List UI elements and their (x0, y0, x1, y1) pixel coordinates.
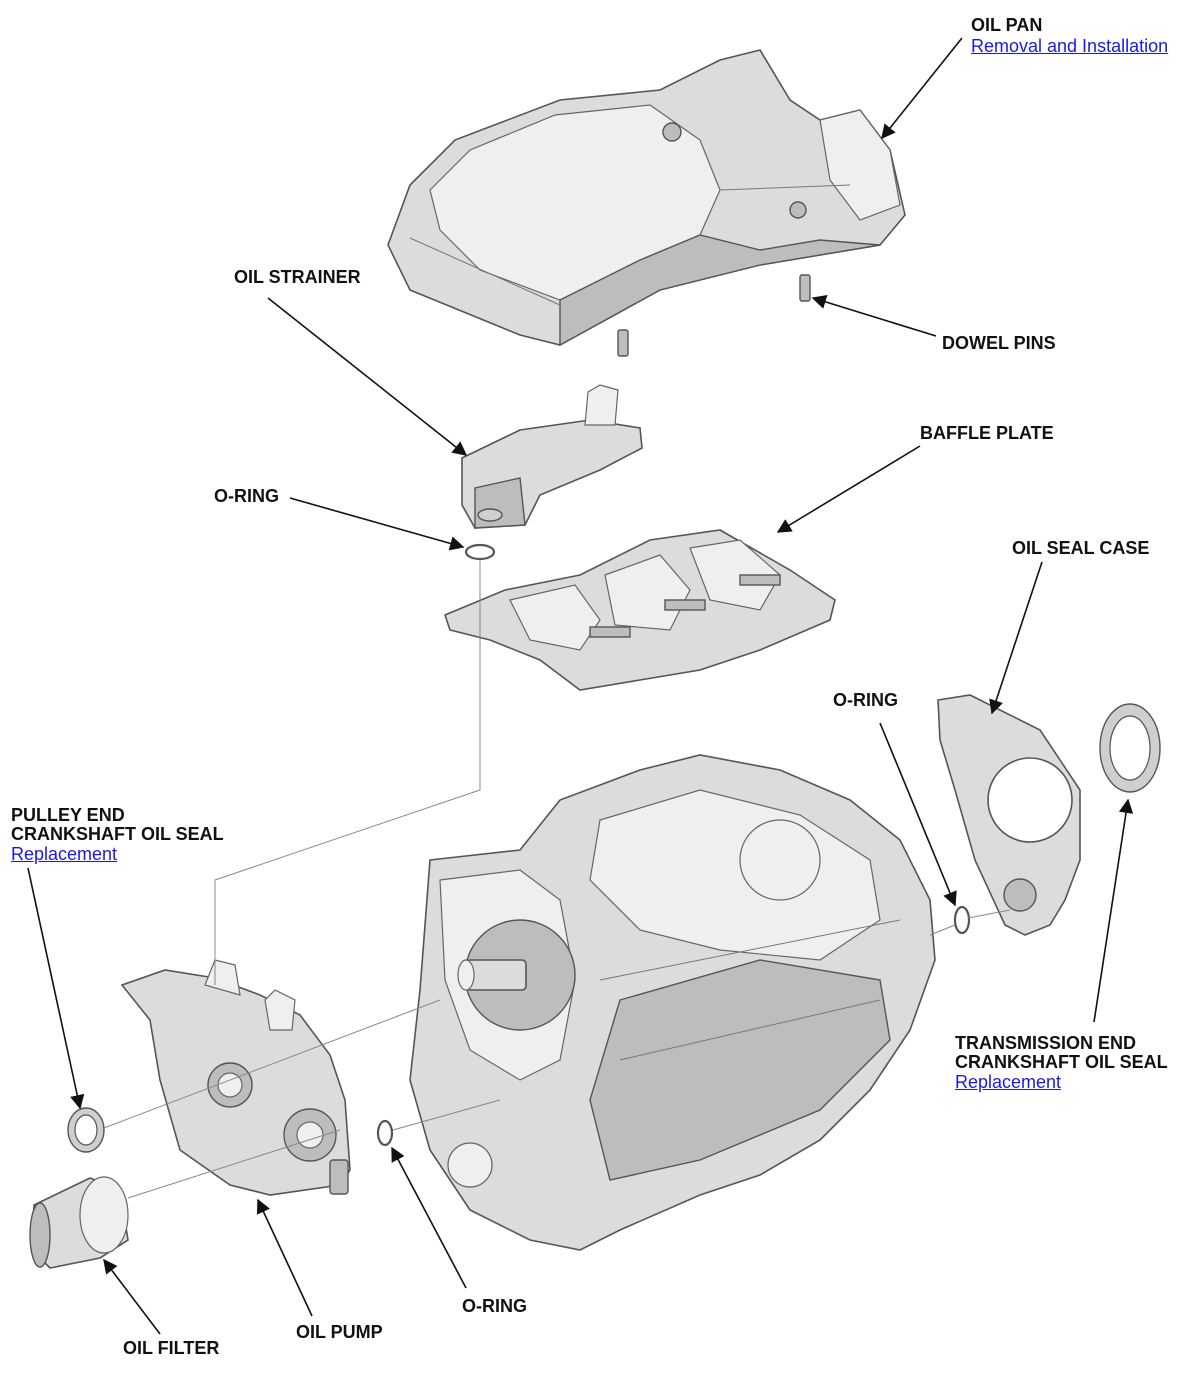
label-pulley-end-line2: CRANKSHAFT OIL SEAL (11, 824, 224, 844)
oil-strainer-part (461, 384, 643, 529)
label-oil-strainer: OIL STRAINER (234, 267, 361, 287)
label-transmission-end-line1: TRANSMISSION END (955, 1033, 1137, 1053)
label-o-ring-strainer: O-RING (214, 486, 279, 506)
dowel-pins-part (617, 274, 811, 357)
o-ring-pump-part (376, 1119, 394, 1147)
label-dowel-pins: DOWEL PINS (942, 333, 1056, 353)
label-o-ring-case: O-RING (833, 690, 898, 710)
pulley-end-seal-part (67, 1107, 105, 1153)
transmission-end-seal-part (1099, 703, 1161, 793)
link-transmission-end-replacement[interactable]: Replacement (955, 1072, 1062, 1092)
oil-seal-case-part (937, 694, 1081, 936)
label-oil-pump: OIL PUMP (296, 1322, 383, 1342)
label-oil-pan: OIL PAN (971, 15, 1043, 35)
alignment-guides (103, 560, 1011, 1199)
link-pulley-end-replacement[interactable]: Replacement (11, 844, 118, 864)
oil-pan-part (387, 49, 906, 347)
baffle-plate-part (444, 529, 836, 691)
link-oil-pan-removal-installation[interactable]: Removal and Installation (971, 36, 1169, 56)
label-oil-filter: OIL FILTER (123, 1338, 220, 1358)
label-o-ring-pump: O-RING (462, 1296, 527, 1316)
o-ring-strainer-part (464, 543, 496, 561)
oil-pump-part (120, 959, 351, 1196)
label-baffle-plate: BAFFLE PLATE (920, 423, 1054, 443)
engine-block-part (409, 754, 936, 1251)
o-ring-case-part (953, 905, 971, 935)
label-transmission-end-line2: CRANKSHAFT OIL SEAL (955, 1052, 1168, 1072)
label-pulley-end-line1: PULLEY END (11, 805, 125, 825)
oil-filter-part (29, 1176, 129, 1269)
label-oil-seal-case: OIL SEAL CASE (1012, 538, 1150, 558)
leader-lines (27, 37, 1134, 1335)
